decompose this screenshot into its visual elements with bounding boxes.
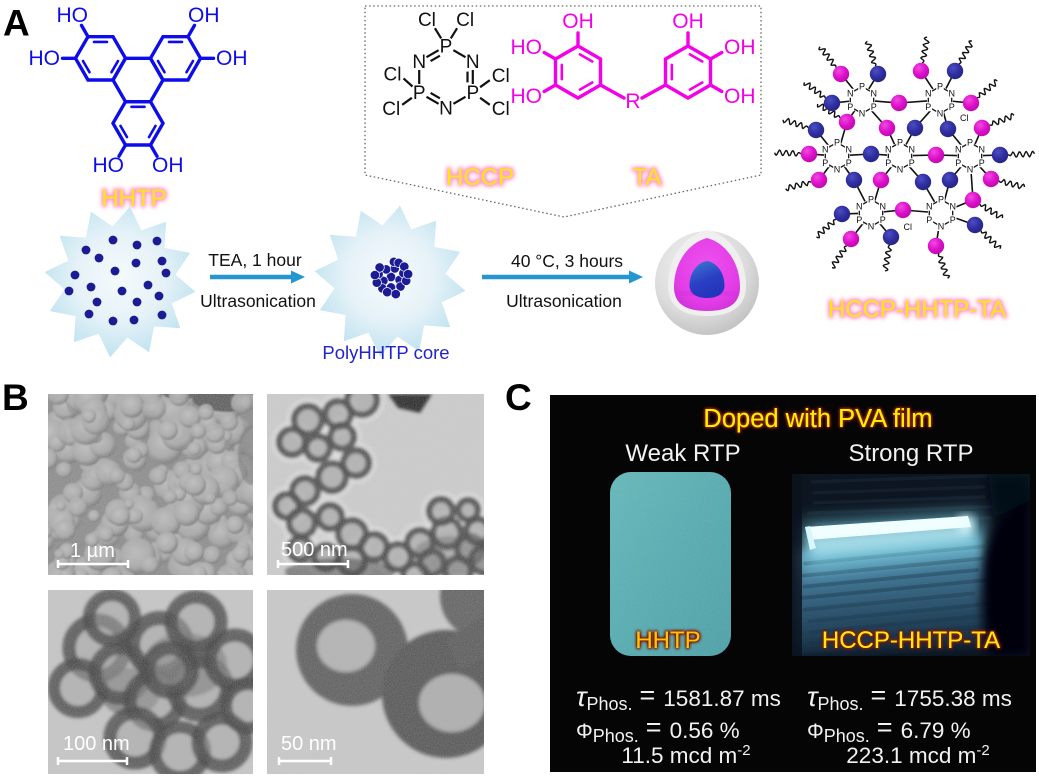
svg-text:N: N xyxy=(845,144,852,154)
svg-text:HHTP: HHTP xyxy=(101,185,166,212)
svg-text:A: A xyxy=(3,3,30,44)
svg-text:P: P xyxy=(822,158,828,168)
svg-text:N: N xyxy=(885,144,892,154)
svg-text:P: P xyxy=(466,83,479,104)
svg-text:N: N xyxy=(879,201,886,211)
svg-text:OH: OH xyxy=(562,10,594,33)
svg-text:P: P xyxy=(955,158,961,168)
svg-text:Cl: Cl xyxy=(384,64,402,85)
svg-text:OH: OH xyxy=(216,47,248,70)
svg-text:HCCP-HHTP-TA: HCCP-HHTP-TA xyxy=(822,627,1000,654)
svg-text:Cl: Cl xyxy=(382,99,400,120)
svg-text:500 nm: 500 nm xyxy=(281,539,348,561)
svg-text:P: P xyxy=(859,82,865,92)
svg-text:HO: HO xyxy=(511,36,543,59)
svg-text:PolyHHTP core: PolyHHTP core xyxy=(322,342,449,363)
svg-text:HO: HO xyxy=(57,4,89,27)
svg-text:ΦPhos.=6.79 %: ΦPhos.=6.79 % xyxy=(807,712,971,746)
svg-text:50 nm: 50 nm xyxy=(281,733,337,755)
svg-text:P: P xyxy=(937,82,943,92)
svg-text:N: N xyxy=(978,144,985,154)
svg-text:N: N xyxy=(412,52,426,73)
svg-text:P: P xyxy=(856,215,862,225)
svg-text:Cl: Cl xyxy=(492,99,510,120)
svg-text:Ultrasonication: Ultrasonication xyxy=(506,291,622,311)
svg-text:Cl: Cl xyxy=(418,10,436,31)
svg-text:HCCP: HCCP xyxy=(446,164,514,191)
svg-text:TEA, 1 hour: TEA, 1 hour xyxy=(208,250,302,270)
svg-text:P: P xyxy=(925,102,931,112)
svg-text:P: P xyxy=(897,138,903,148)
svg-text:P: P xyxy=(868,195,874,205)
svg-text:N: N xyxy=(859,109,866,119)
svg-text:N: N xyxy=(870,89,877,99)
svg-text:R: R xyxy=(625,90,640,113)
svg-text:P: P xyxy=(926,215,932,225)
svg-text:P: P xyxy=(846,158,852,168)
svg-text:τPhos.=1755.38 ms: τPhos.=1755.38 ms xyxy=(807,680,1012,714)
svg-text:Cl: Cl xyxy=(456,10,474,31)
svg-text:P: P xyxy=(909,158,915,168)
svg-text:N: N xyxy=(925,89,932,99)
svg-text:P: P xyxy=(880,215,886,225)
svg-text:Doped with PVA film: Doped with PVA film xyxy=(703,405,932,433)
svg-text:OH: OH xyxy=(724,85,756,108)
svg-text:τPhos.=1581.87 ms: τPhos.=1581.87 ms xyxy=(576,680,781,714)
svg-text:N: N xyxy=(897,165,904,175)
svg-text:Strong RTP: Strong RTP xyxy=(849,440,974,467)
svg-text:P: P xyxy=(847,102,853,112)
svg-text:100 nm: 100 nm xyxy=(63,733,130,755)
svg-text:N: N xyxy=(937,109,944,119)
svg-text:OH: OH xyxy=(188,4,220,27)
svg-text:Cl: Cl xyxy=(960,113,969,123)
svg-text:N: N xyxy=(834,165,841,175)
svg-text:Ultrasonication: Ultrasonication xyxy=(200,291,316,311)
svg-text:Cl: Cl xyxy=(492,66,510,87)
svg-text:Weak RTP: Weak RTP xyxy=(625,440,740,467)
svg-text:HO: HO xyxy=(93,154,125,177)
svg-text:P: P xyxy=(979,158,985,168)
svg-text:N: N xyxy=(856,201,863,211)
svg-text:1 µm: 1 µm xyxy=(70,540,115,562)
svg-text:P: P xyxy=(413,83,426,104)
svg-text:P: P xyxy=(967,138,973,148)
svg-text:HO: HO xyxy=(29,47,61,70)
svg-text:Cl: Cl xyxy=(904,222,913,232)
svg-text:N: N xyxy=(926,201,933,211)
svg-text:P: P xyxy=(871,102,877,112)
svg-text:HHTP: HHTP xyxy=(635,627,700,654)
svg-text:P: P xyxy=(885,158,891,168)
svg-text:N: N xyxy=(938,222,945,232)
svg-text:OH: OH xyxy=(672,10,704,33)
svg-text:HO: HO xyxy=(511,85,543,108)
svg-text:OH: OH xyxy=(152,154,184,177)
svg-text:HCCP-HHTP-TA: HCCP-HHTP-TA xyxy=(828,296,1006,323)
svg-text:223.1 mcd m-2: 223.1 mcd m-2 xyxy=(846,742,989,768)
svg-text:N: N xyxy=(955,144,962,154)
svg-text:TA: TA xyxy=(633,164,662,191)
svg-text:40 °C, 3 hours: 40 °C, 3 hours xyxy=(511,251,623,271)
svg-text:N: N xyxy=(868,222,875,232)
svg-text:N: N xyxy=(439,99,453,120)
svg-text:P: P xyxy=(834,138,840,148)
svg-text:C: C xyxy=(505,377,532,418)
svg-text:N: N xyxy=(822,144,829,154)
svg-text:N: N xyxy=(948,89,955,99)
svg-text:P: P xyxy=(938,195,944,205)
svg-text:P: P xyxy=(950,215,956,225)
svg-text:11.5 mcd m-2: 11.5 mcd m-2 xyxy=(621,742,750,768)
svg-text:P: P xyxy=(949,102,955,112)
svg-text:OH: OH xyxy=(724,36,756,59)
svg-text:N: N xyxy=(847,89,854,99)
svg-text:ΦPhos.=0.56 %: ΦPhos.=0.56 % xyxy=(576,712,740,746)
svg-text:N: N xyxy=(908,144,915,154)
svg-text:N: N xyxy=(466,52,480,73)
svg-text:B: B xyxy=(2,377,29,418)
svg-text:N: N xyxy=(967,165,974,175)
svg-text:N: N xyxy=(949,201,956,211)
svg-text:P: P xyxy=(440,37,453,58)
